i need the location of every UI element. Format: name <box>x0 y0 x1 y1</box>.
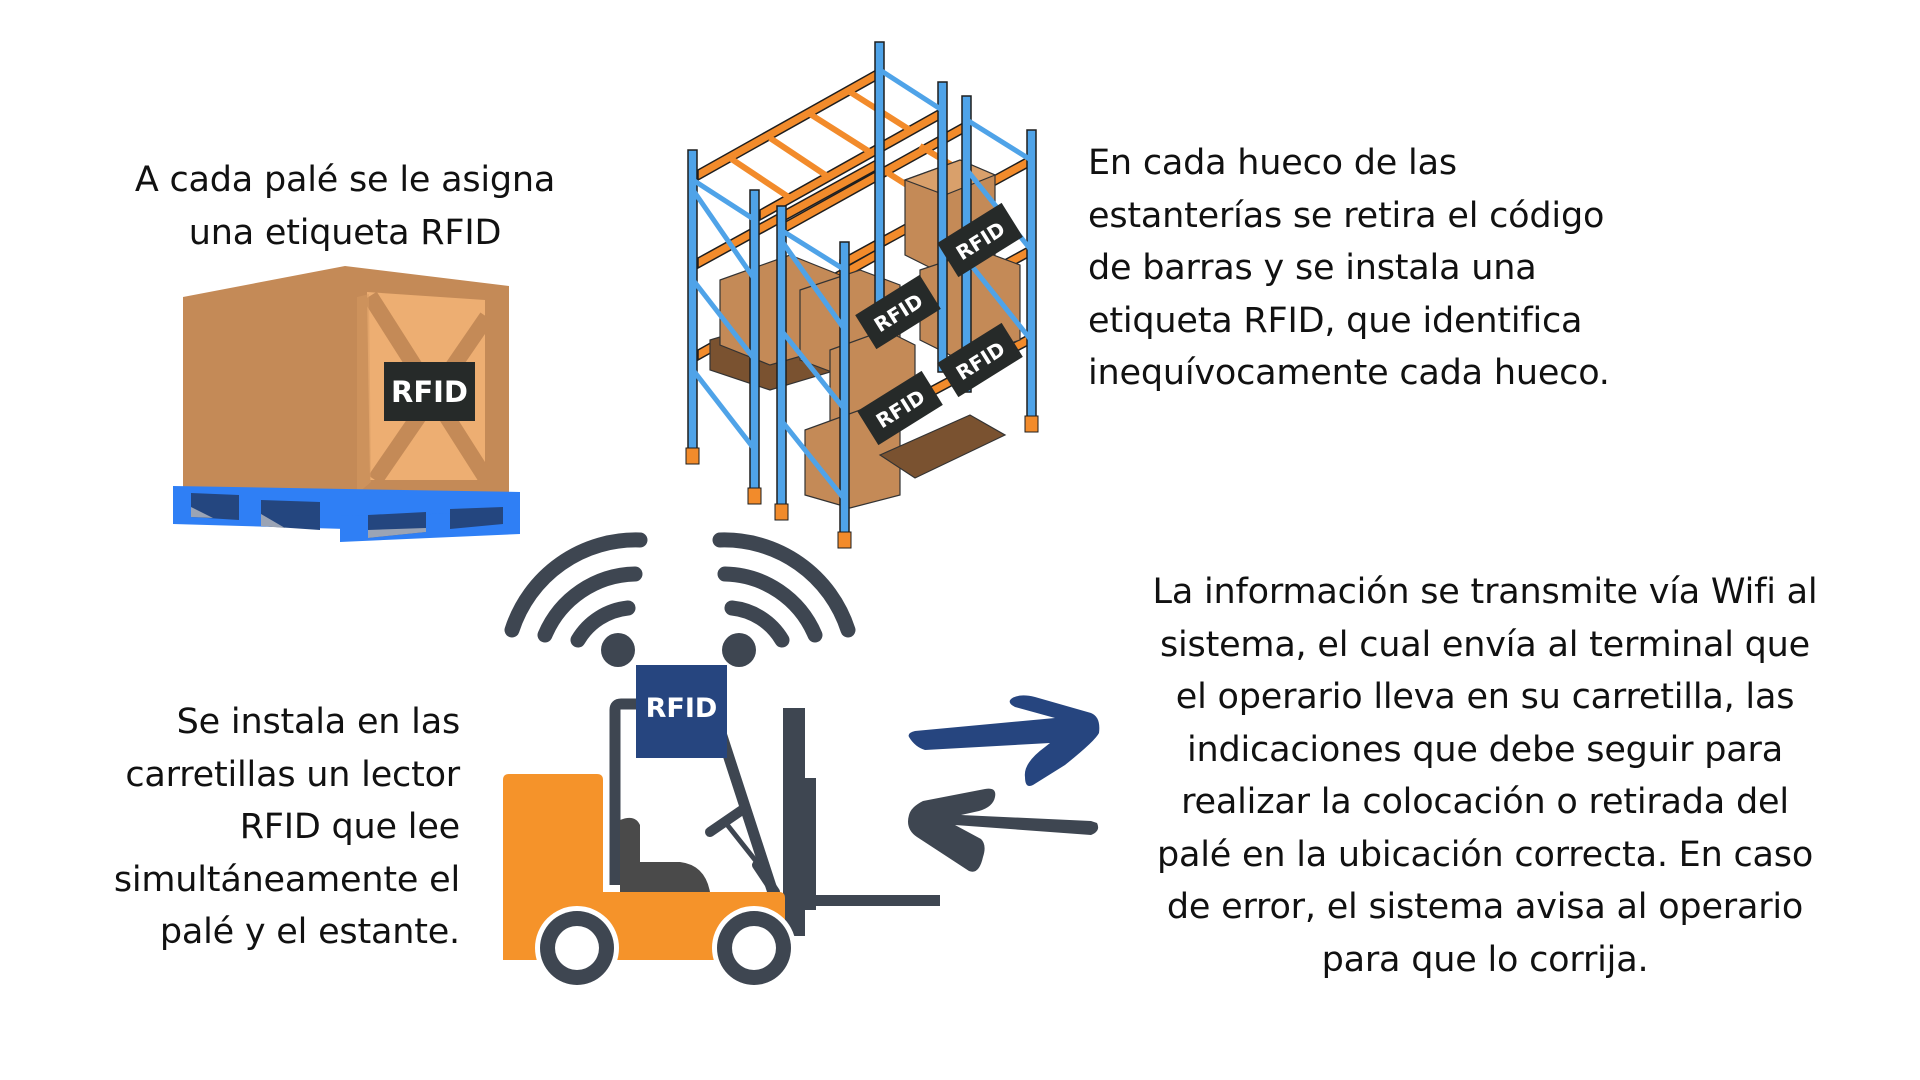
step-rack-tag-text: En cada hueco de las estanterías se reti… <box>1088 137 1648 400</box>
text-line: para que lo corrija. <box>1321 939 1649 980</box>
text-line: sistema, el cual envía al terminal que <box>1159 624 1811 665</box>
text-line: de barras y se instala una <box>1088 248 1537 288</box>
text-line: realizar la colocación o retirada del <box>1181 782 1789 822</box>
rfid-reader: RFID <box>636 665 727 758</box>
text-line: etiqueta RFID, que identifica <box>1088 300 1583 341</box>
wifi-signal-icon <box>504 532 856 667</box>
text-line: simultáneamente el <box>113 859 460 900</box>
text-line: palé en la ubicación correcta. En caso <box>1156 834 1814 875</box>
rfid-tag-label: RFID <box>391 375 468 409</box>
text-line: estanterías se retira el código <box>1088 195 1605 236</box>
box-on-pallet-icon: RFID <box>173 266 520 542</box>
step-forklift-reader-text: Se instala en las carretillas un lector … <box>60 696 460 959</box>
text-line: La información se transmite vía Wifi al <box>1152 572 1818 612</box>
text-line: RFID que lee <box>239 807 461 847</box>
text-line: A cada palé se le asigna <box>134 160 556 200</box>
step-pallet-tag-text: A cada palé se le asigna una etiqueta RF… <box>100 154 590 259</box>
rfid-reader-label: RFID <box>646 693 718 724</box>
text-line: palé y el estante. <box>159 912 460 952</box>
text-line: indicaciones que debe seguir para <box>1187 729 1783 770</box>
text-line: de error, el sistema avisa al operario <box>1166 887 1804 927</box>
text-line: inequívocamente cada hueco. <box>1088 353 1610 393</box>
text-line: una etiqueta RFID <box>188 212 502 253</box>
text-line: el operario lleva en su carretilla, las <box>1175 677 1795 717</box>
text-line: En cada hueco de las <box>1088 143 1457 183</box>
step-wifi-system-text: La información se transmite vía Wifi al … <box>1140 566 1830 986</box>
warehouse-rack-icon: RFID RFID RFID RFID <box>685 41 1039 549</box>
rfid-tag <box>384 362 475 421</box>
bidirectional-arrows-icon <box>908 695 1100 872</box>
forklift-icon: RFID <box>503 665 940 990</box>
text-line: carretillas un lector <box>125 754 460 795</box>
text-line: Se instala en las <box>176 702 461 742</box>
